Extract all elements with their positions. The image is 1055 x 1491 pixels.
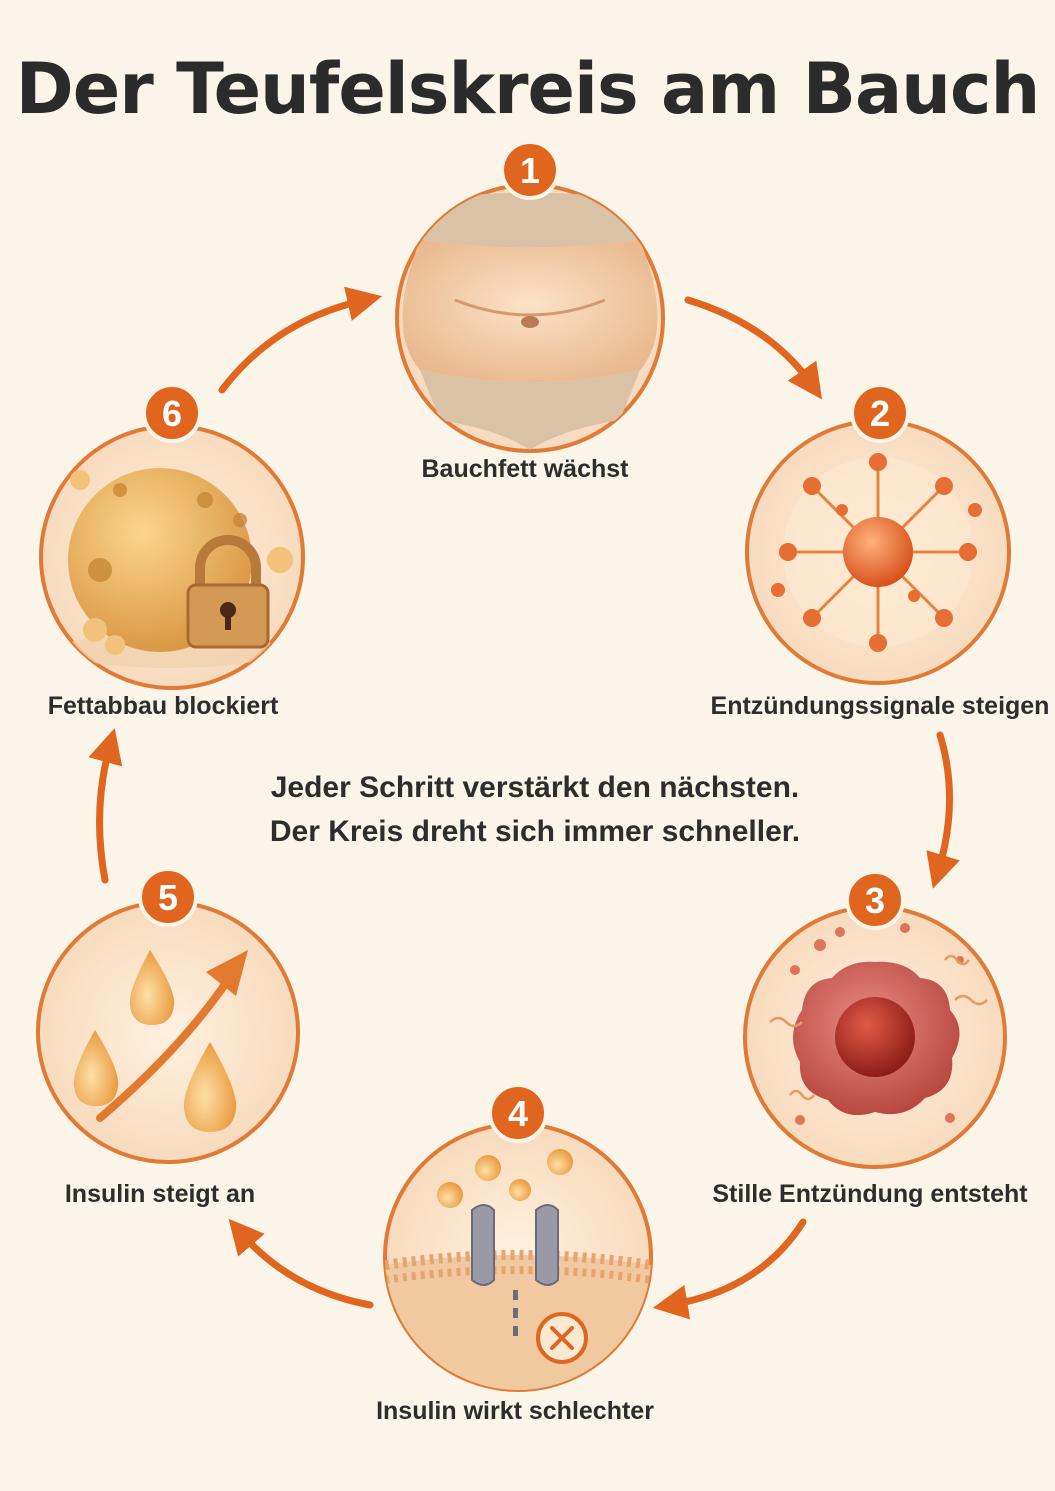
step-3-label: Stille Entzündung entsteht — [712, 1180, 1028, 1208]
receptor-blocked-icon — [385, 1149, 651, 1390]
cycle-arrows — [88, 286, 960, 1320]
arrow-1-to-2 — [684, 296, 823, 400]
step-2-label: Entzündungssignale steigen — [710, 692, 1050, 720]
step-5-illustration — [36, 867, 300, 1164]
step-2-number: 2 — [870, 393, 890, 434]
step-4-illustration — [383, 1083, 653, 1392]
arrow-4-to-5 — [228, 1218, 374, 1309]
insulin-drops-icon — [73, 950, 248, 1132]
step-5-label: Insulin steigt an — [64, 1180, 256, 1208]
step-3-number: 3 — [865, 880, 885, 921]
belly-icon — [402, 192, 658, 450]
step-6-illustration — [39, 383, 305, 690]
center-message-line-2: Der Kreis dreht sich immer schneller. — [269, 815, 801, 848]
locked-fat-cell-icon — [60, 468, 293, 668]
arrow-5-to-6 — [88, 728, 123, 884]
step-5-number: 5 — [158, 877, 178, 918]
step-2-illustration — [745, 383, 1011, 685]
step-3-illustration — [743, 870, 1007, 1169]
arrow-6-to-1 — [218, 286, 383, 394]
step-4-label: Insulin wirkt schlechter — [376, 1397, 654, 1425]
page-title: Der Teufelskreis am Bauch — [15, 48, 1041, 130]
step-6-number: 6 — [162, 393, 182, 434]
step-1-number: 1 — [520, 150, 540, 191]
center-message: Jeder Schritt verstärkt den nächsten. De… — [0, 766, 1055, 854]
step-6-label: Fettabbau blockiert — [47, 692, 279, 720]
center-message-line-1: Jeder Schritt verstärkt den nächsten. — [270, 771, 800, 804]
step-1-illustration — [395, 140, 665, 453]
inflamed-cell-icon — [769, 923, 988, 1125]
step-4-number: 4 — [508, 1093, 528, 1134]
arrow-3-to-4 — [652, 1218, 807, 1320]
step-1-label: Bauchfett wächst — [421, 455, 629, 483]
signals-icon — [771, 453, 982, 652]
arrow-2-to-3 — [926, 731, 960, 889]
